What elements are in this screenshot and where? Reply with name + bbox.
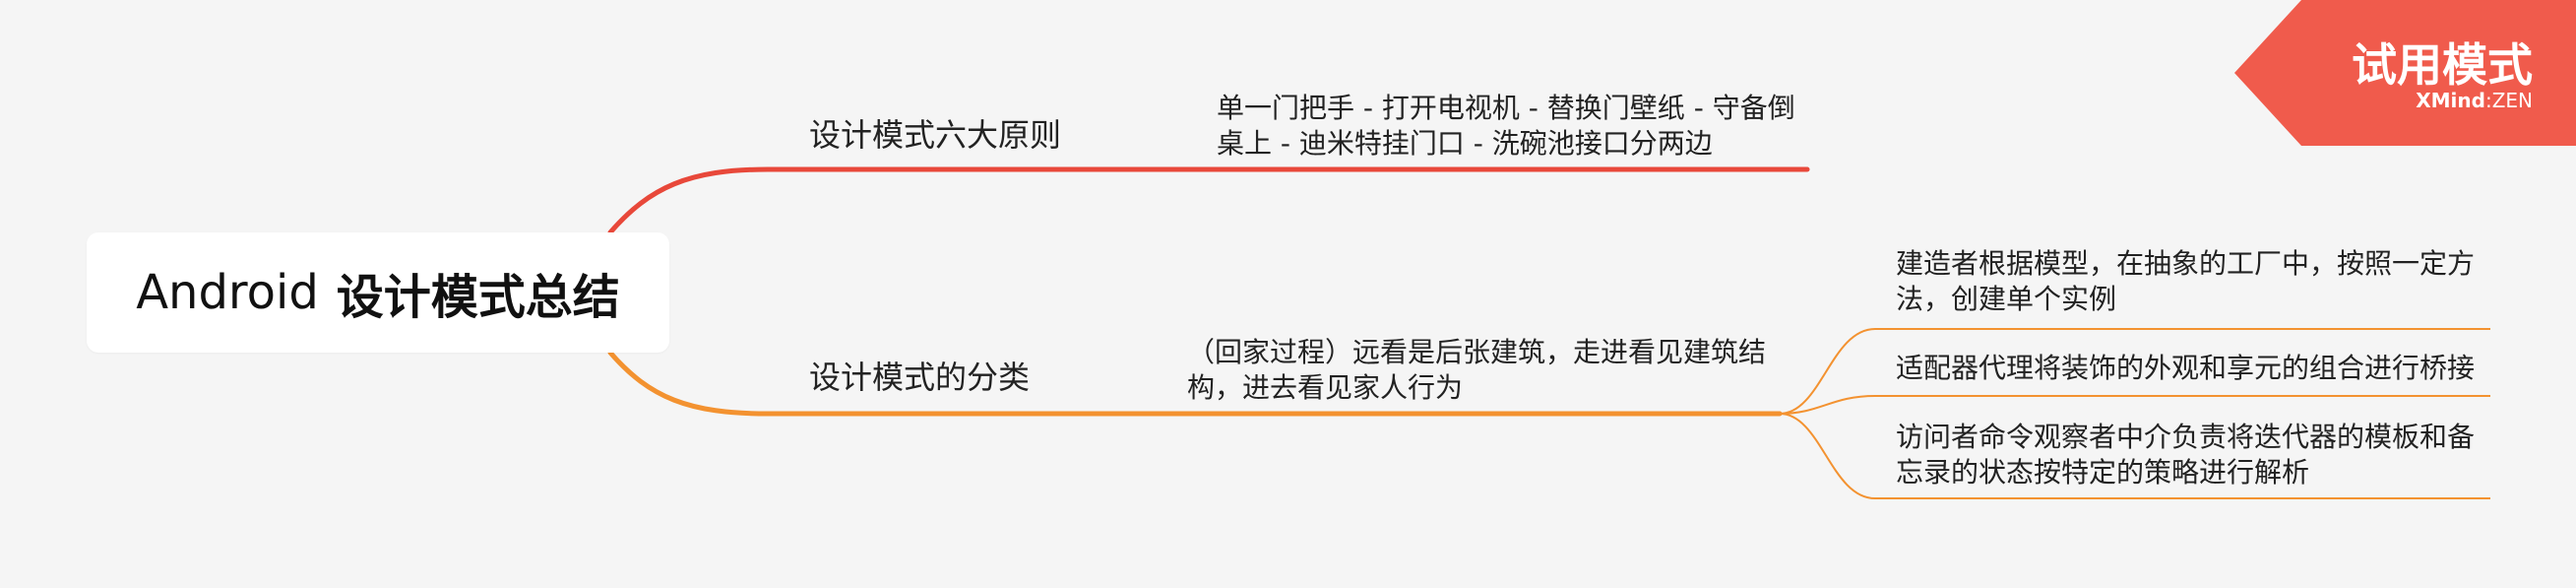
connector-categories xyxy=(607,350,1783,417)
subtopic-builder[interactable]: 建造者根据模型，在抽象的工厂中，按照一定方 法，创建单个实例 xyxy=(1896,246,2475,317)
branch-topic-categories[interactable]: 设计模式的分类 xyxy=(809,359,1031,396)
branch-note-categories: （回家过程）远看是后张建筑，走进看见建筑结 构，进去看见家人行为 xyxy=(1187,335,1766,406)
brand-edition: ZEN xyxy=(2491,89,2533,112)
connector-leaf-adapter xyxy=(1779,395,2490,415)
xmind-zen-logo: XMind:ZEN xyxy=(2416,89,2533,112)
note-line: 桌上 - 迪米特挂门口 - 洗碗池接口分两边 xyxy=(1217,127,1713,160)
central-topic-label-plain: Android xyxy=(136,265,319,320)
badge-title: 试用模式 xyxy=(2352,38,2533,92)
connector-leaf-visitor xyxy=(1779,413,2490,499)
note-line: 构，进去看见家人行为 xyxy=(1187,371,1464,404)
subtopic-visitor[interactable]: 访问者命令观察者中介负责将迭代器的模板和备 忘录的状态按特定的策略进行解析 xyxy=(1896,420,2475,490)
note-line: （回家过程）远看是后张建筑，走进看见建筑结 xyxy=(1187,336,1767,368)
central-topic[interactable]: Android 设计模式总结 xyxy=(87,232,669,353)
subtopic-line: 建造者根据模型，在抽象的工厂中，按照一定方 xyxy=(1896,247,2476,280)
central-topic-label-bold: 设计模式总结 xyxy=(336,270,620,325)
connector-principles xyxy=(607,166,1810,235)
brand-name: XMind xyxy=(2416,89,2485,112)
branch-note-principles: 单一门把手 - 打开电视机 - 替换门壁纸 - 守备倒 桌上 - 迪米特挂门口 … xyxy=(1217,91,1795,162)
badge-shape xyxy=(2234,0,2576,146)
subtopic-line: 法，创建单个实例 xyxy=(1896,283,2117,315)
subtopic-line: 访问者命令观察者中介负责将迭代器的模板和备 xyxy=(1896,421,2476,453)
subtopic-line: 适配器代理将装饰的外观和享元的组合进行桥接 xyxy=(1896,352,2476,384)
connector-leaf-builder xyxy=(1779,328,2490,415)
note-line: 单一门把手 - 打开电视机 - 替换门壁纸 - 守备倒 xyxy=(1217,92,1795,124)
trial-mode-badge[interactable]: 试用模式 XMind:ZEN xyxy=(2234,0,2576,146)
subtopic-line: 忘录的状态按特定的策略进行解析 xyxy=(1896,456,2310,489)
brand-separator: : xyxy=(2484,89,2492,112)
subtopic-adapter[interactable]: 适配器代理将装饰的外观和享元的组合进行桥接 xyxy=(1896,351,2475,386)
branch-topic-principles[interactable]: 设计模式六大原则 xyxy=(809,116,1062,154)
